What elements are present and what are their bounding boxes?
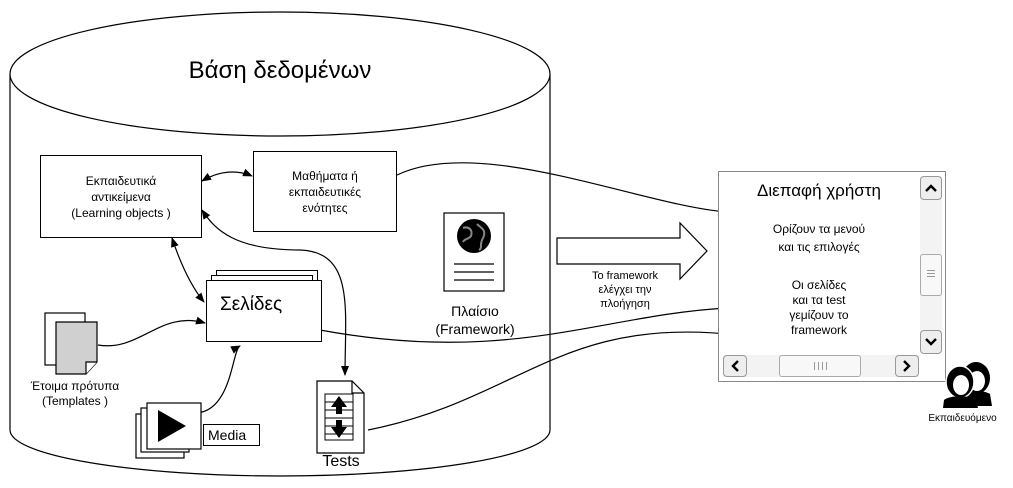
ui-text2-line1: Οι σελίδες — [791, 278, 847, 292]
arrow-lessons-ui — [396, 162, 728, 216]
scroll-up-button[interactable] — [920, 176, 942, 200]
lessons-line1: Μαθήματα ή — [292, 168, 358, 183]
document-icon — [443, 212, 505, 292]
navigation-note-line2: ελέγχει την — [598, 284, 652, 296]
media-label: Media — [208, 427, 247, 443]
tests-icon — [316, 380, 365, 454]
arrow-lo-tests — [201, 209, 350, 376]
learning-objects-line2: αντικείμενα — [91, 189, 151, 204]
media-icon — [135, 402, 202, 459]
lessons-line3: ενότητες — [302, 200, 348, 215]
updown-arrows-icon — [324, 393, 354, 441]
media-label-box: Media — [203, 424, 260, 446]
learner-label: Εκπαιδευόμενο — [928, 413, 997, 424]
templates-line2: (Templates ) — [41, 394, 109, 408]
arrow-pages-ui — [319, 304, 728, 343]
learning-objects-line3: (Learning objects ) — [71, 205, 171, 220]
user-interface-text1: Ορίζουν τα μενού και τις επιλογές — [719, 220, 919, 256]
user-interface-title: Διεπαφή χρήστη — [757, 181, 881, 200]
ui-text1-line2: και τις επιλογές — [778, 240, 860, 254]
vertical-scroll-thumb[interactable] — [920, 254, 942, 296]
learning-objects-box: Εκπαιδευτικά αντικείμενα (Learning objec… — [40, 155, 202, 238]
navigation-note-line1: Το framework — [591, 270, 659, 282]
arrow-tests-ui — [367, 330, 738, 431]
arrow-lo-pages — [171, 237, 205, 303]
ui-text2-line4: framework — [790, 323, 847, 337]
tests-label: Tests — [322, 453, 360, 470]
globe-icon — [457, 219, 491, 253]
chevron-right-icon — [903, 360, 911, 372]
user-interface-window: Διεπαφή χρήστη Ορίζουν τα μενού και τις … — [718, 171, 946, 382]
chevron-left-icon — [731, 360, 739, 372]
chevron-up-icon — [925, 184, 937, 192]
arrow-lo-lessons — [201, 168, 253, 182]
lessons-line2: εκπαιδευτικές — [288, 184, 362, 199]
lessons-box: Μαθήματα ή εκπαιδευτικές ενότητες — [253, 151, 397, 232]
framework-label: Πλαίσιο (Framework) — [434, 302, 516, 338]
ui-text2-line3: γεμίζουν το — [789, 308, 849, 322]
templates-label: Έτοιμα πρότυπα (Templates ) — [0, 379, 150, 409]
templates-line1: Έτοιμα πρότυπα — [30, 379, 120, 393]
horizontal-scrollbar[interactable] — [723, 355, 919, 377]
scroll-down-button[interactable] — [920, 330, 942, 354]
chevron-down-icon — [925, 338, 937, 346]
scroll-right-button[interactable] — [895, 355, 919, 377]
navigation-note-line3: πλοήγηση — [600, 298, 650, 310]
ui-text1-line1: Ορίζουν τα μενού — [772, 222, 866, 236]
templates-icon — [44, 312, 98, 375]
arrow-templates-pages — [97, 316, 206, 347]
navigation-note: Το framework ελέγχει την πλοήγηση — [575, 269, 675, 311]
framework-control-arrow — [556, 221, 708, 281]
database-title: Βάση δεδομένων — [188, 57, 372, 84]
vertical-scrollbar[interactable] — [920, 176, 942, 354]
people-icon — [943, 362, 992, 408]
framework-line2: (Framework) — [435, 321, 515, 337]
learning-objects-line1: Εκπαιδευτικά — [85, 173, 157, 188]
ui-text2-line2: και τα test — [792, 293, 846, 307]
scroll-left-button[interactable] — [723, 355, 747, 377]
horizontal-scroll-thumb[interactable] — [779, 355, 861, 377]
user-interface-text2: Οι σελίδες και τα test γεμίζουν το frame… — [719, 278, 919, 338]
pages-label: Σελίδες — [220, 294, 283, 315]
framework-line1: Πλαίσιο — [451, 303, 499, 319]
play-icon — [158, 410, 186, 442]
